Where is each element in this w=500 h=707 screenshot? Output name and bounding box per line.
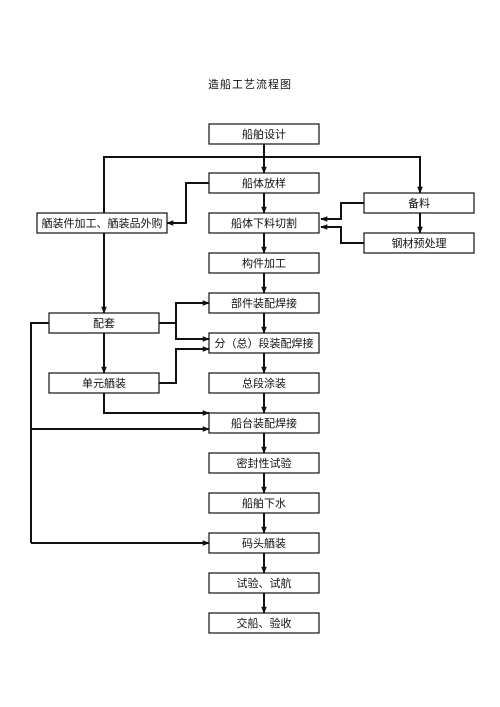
node-component-label: 构件加工 xyxy=(242,256,286,270)
node-steel-pretreat-label: 钢材预处理 xyxy=(392,236,447,250)
node-part-weld-label: 部件装配焊接 xyxy=(231,296,297,310)
node-steel-pretreat: 钢材预处理 xyxy=(363,232,475,254)
node-berth-weld: 船台装配焊接 xyxy=(208,412,320,434)
node-block-weld: 分（总）段装配焊接 xyxy=(208,332,320,354)
node-lofting: 船体放样 xyxy=(208,172,320,194)
node-seal-test: 密封性试验 xyxy=(208,452,320,474)
node-seal-test-label: 密封性试验 xyxy=(237,456,292,470)
node-unit-outfit: 单元舾装 xyxy=(48,372,160,394)
node-kitting: 配套 xyxy=(48,312,160,334)
node-quay-outfit-label: 码头舾装 xyxy=(242,536,286,550)
arrow-unit-outfit-to-block-weld xyxy=(159,346,210,384)
node-quay-outfit: 码头舾装 xyxy=(208,532,320,554)
node-delivery-label: 交船、验收 xyxy=(237,616,292,630)
node-outfit-fab-label: 舾装件加工、舾装品外购 xyxy=(42,216,163,230)
node-material-prep-label: 备料 xyxy=(408,196,430,210)
arrow-steel-to-cutting xyxy=(320,224,364,244)
node-block-paint-label: 总段涂装 xyxy=(242,376,286,390)
node-trials: 试验、试航 xyxy=(208,572,320,594)
diagram-title: 造船工艺流程图 xyxy=(208,78,292,91)
node-delivery: 交船、验收 xyxy=(208,612,320,634)
node-block-paint: 总段涂装 xyxy=(208,372,320,394)
node-block-weld-label: 分（总）段装配焊接 xyxy=(215,336,314,350)
node-outfit-fab: 舾装件加工、舾装品外购 xyxy=(36,212,168,234)
arrow-kitting-to-part-weld xyxy=(159,300,210,324)
node-design-label: 船舶设计 xyxy=(242,127,286,141)
node-kitting-label: 配套 xyxy=(93,317,115,330)
node-lofting-label: 船体放样 xyxy=(242,176,286,190)
node-berth-weld-label: 船台装配焊接 xyxy=(231,416,297,430)
node-launch-label: 船舶下水 xyxy=(242,496,286,510)
node-part-weld: 部件装配焊接 xyxy=(208,292,320,314)
arrow-kitting-to-block-weld xyxy=(175,323,210,342)
node-cutting: 船体下料切割 xyxy=(208,212,320,234)
node-trials-label: 试验、试航 xyxy=(237,576,292,590)
node-cutting-label: 船体下料切割 xyxy=(231,216,297,230)
node-unit-outfit-label: 单元舾装 xyxy=(82,376,126,390)
line-design-branches xyxy=(103,156,423,215)
connectors xyxy=(30,144,423,614)
arrow-unit-outfit-to-berth-weld xyxy=(103,393,210,416)
node-design: 船舶设计 xyxy=(208,123,320,145)
node-component: 构件加工 xyxy=(208,252,320,274)
node-material-prep: 备料 xyxy=(363,192,475,214)
line-kitting-left-bus xyxy=(30,322,49,543)
arrow-material-to-cutting xyxy=(320,202,364,222)
node-launch: 船舶下水 xyxy=(208,492,320,514)
arrow-lofting-to-outfit-fab xyxy=(166,182,209,226)
